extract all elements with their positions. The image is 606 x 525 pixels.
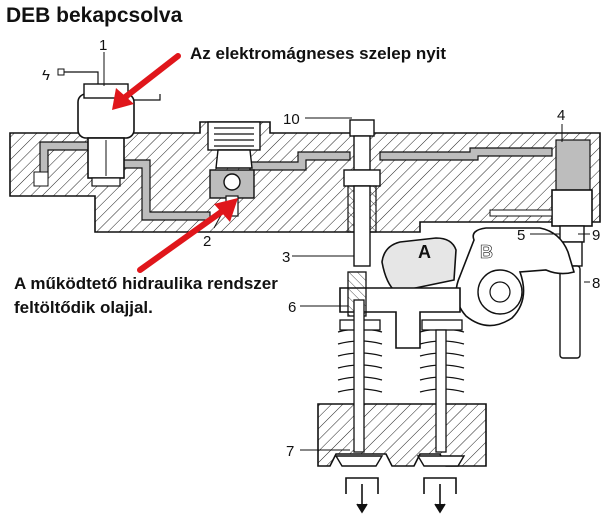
caption-hydraulic-line1: A működtető hidraulika rendszer xyxy=(14,274,278,293)
callout-9: 9 xyxy=(592,227,600,244)
caption-valve-opens: Az elektromágneses szelep nyit xyxy=(190,44,447,63)
electric-symbol: ϟ xyxy=(42,67,50,84)
master-piston xyxy=(489,189,593,359)
arm-b-label: B xyxy=(480,242,493,262)
callout-4: 4 xyxy=(557,107,565,124)
indicator-arrows xyxy=(112,53,238,273)
callout-5: 5 xyxy=(517,227,525,244)
brake-housing xyxy=(9,121,601,233)
rocker-arm-b xyxy=(455,227,575,327)
cylinder-head xyxy=(317,299,487,467)
slave-piston xyxy=(343,119,381,267)
callout-8: 8 xyxy=(592,275,600,292)
caption-hydraulic-line2: feltöltődik olajjal. xyxy=(14,298,153,317)
callout-2: 2 xyxy=(203,233,211,250)
diagram-title: DEB bekapcsolva xyxy=(6,4,183,27)
solenoid-valve: ϟ xyxy=(33,67,161,187)
callout-numbers: 1 2 3 4 5 6 7 8 9 10 xyxy=(99,37,600,460)
callout-1: 1 xyxy=(99,37,107,54)
arm-a-label: A xyxy=(418,242,431,262)
oil-passages xyxy=(39,139,591,221)
callout-7: 7 xyxy=(286,443,294,460)
callout-10: 10 xyxy=(283,111,300,128)
leader-lines xyxy=(103,52,590,451)
callout-3: 3 xyxy=(282,249,290,266)
rocker-arm-a xyxy=(381,237,457,293)
exhaust-flow xyxy=(345,477,457,514)
callout-6: 6 xyxy=(288,299,296,316)
